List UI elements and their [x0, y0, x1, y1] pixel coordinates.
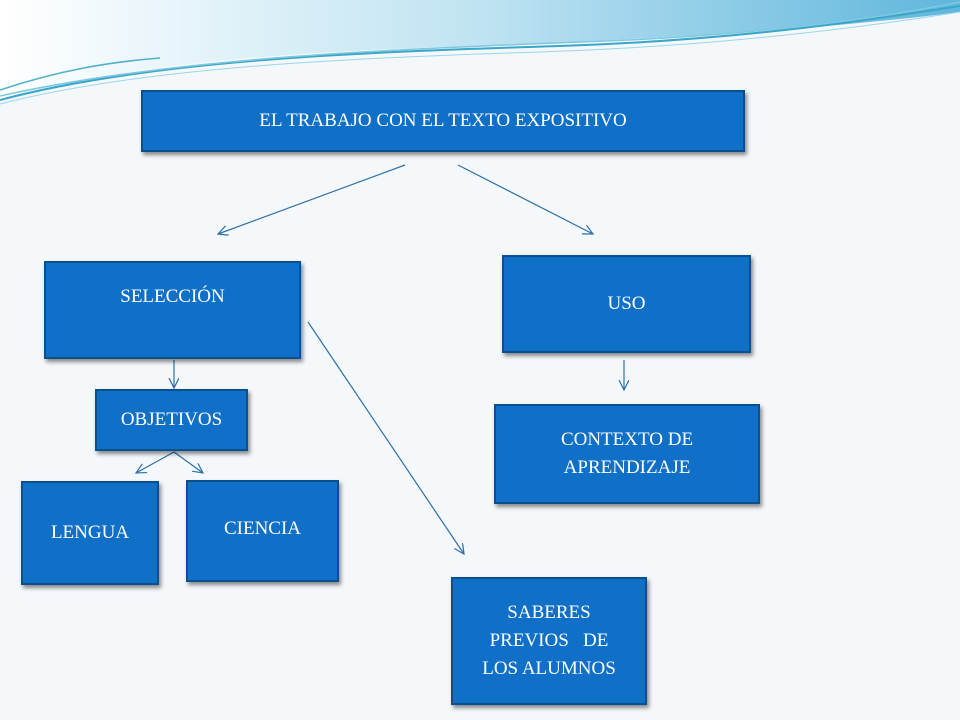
node-uso-label: USO	[607, 293, 646, 314]
node-objetivos-label: OBJETIVOS	[120, 409, 223, 430]
arrow-objetivos-to-lengua	[136, 451, 175, 473]
node-objetivos: OBJETIVOS	[95, 389, 248, 451]
node-title: EL TRABAJO CON EL TEXTO EXPOSITIVO	[141, 90, 745, 152]
node-title-label: EL TRABAJO CON EL TEXTO EXPOSITIVO	[259, 110, 627, 131]
node-saberes: SABERES PREVIOS DE LOS ALUMNOS	[451, 577, 647, 705]
node-lengua: LENGUA	[21, 481, 159, 585]
arrow-objetivos-to-ciencia	[173, 451, 203, 473]
node-ciencia-label: CIENCIA	[223, 518, 302, 539]
node-lengua-label: LENGUA	[50, 522, 130, 543]
node-uso: USO	[502, 255, 751, 353]
node-ciencia: CIENCIA	[186, 480, 339, 582]
node-contexto-label: CONTEXTO DE APRENDIZAJE	[560, 429, 694, 478]
node-seleccion-label: SELECCIÓN	[120, 286, 225, 307]
node-seleccion: SELECCIÓN	[44, 261, 301, 359]
header-wave-decoration	[0, 0, 960, 105]
arrow-title-to-uso	[457, 164, 593, 234]
arrow-title-to-seleccion	[218, 164, 406, 234]
node-contexto: CONTEXTO DE APRENDIZAJE	[494, 404, 760, 504]
node-saberes-label: SABERES PREVIOS DE LOS ALUMNOS	[482, 602, 616, 679]
